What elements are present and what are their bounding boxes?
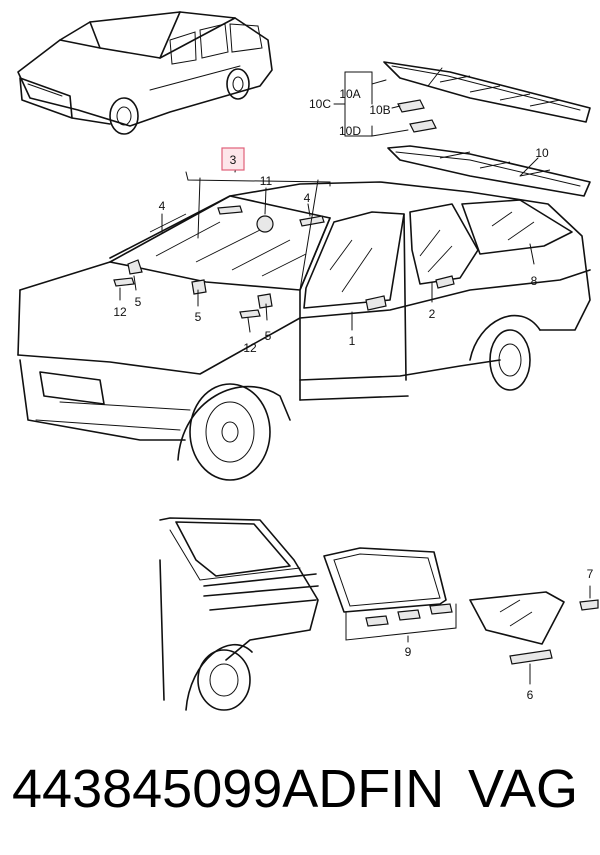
- callout-5-middle[interactable]: 5: [195, 310, 202, 324]
- rear-window-group: [383, 61, 591, 133]
- callout-3-highlight-box[interactable]: [221, 147, 245, 171]
- part-number: 443845099ADFIN: [12, 759, 445, 819]
- callout-labels: 3 11 4 4 12 5 5 5 12 1 2 8 10 10A 10B 10…: [113, 87, 593, 702]
- quarter-glass-6-7: [469, 585, 599, 685]
- car-thumbnail: [17, 11, 273, 135]
- callout-7[interactable]: 7: [587, 567, 594, 581]
- brand-name: VAG: [467, 759, 578, 819]
- callout-5-right[interactable]: 5: [265, 329, 272, 343]
- callout-10b[interactable]: 10B: [369, 103, 390, 117]
- main-car-body: [17, 181, 591, 481]
- callout-8[interactable]: 8: [531, 274, 538, 288]
- rear-door-detail: [159, 517, 319, 711]
- callout-11[interactable]: 11: [260, 174, 273, 188]
- rear-glass-10: [387, 145, 591, 197]
- callout-12-right[interactable]: 12: [243, 341, 257, 355]
- callout-10c[interactable]: 10C: [309, 97, 331, 111]
- callout-10d[interactable]: 10D: [339, 124, 361, 138]
- callout-9[interactable]: 9: [405, 645, 412, 659]
- callout-12-left[interactable]: 12: [113, 305, 127, 319]
- callout-4-right[interactable]: 4: [304, 191, 311, 205]
- leader-lines-main: [119, 187, 535, 333]
- callout-10[interactable]: 10: [535, 146, 549, 160]
- callout-5-left[interactable]: 5: [135, 295, 142, 309]
- callout-6[interactable]: 6: [527, 688, 534, 702]
- window-frame-9: [323, 547, 457, 643]
- callout-4-left[interactable]: 4: [159, 199, 166, 213]
- callout-1[interactable]: 1: [349, 334, 356, 348]
- callout-bracket-10: [333, 71, 409, 137]
- callout-3[interactable]: 3: [230, 153, 237, 167]
- callout-10a[interactable]: 10A: [339, 87, 360, 101]
- callout-2[interactable]: 2: [429, 307, 436, 321]
